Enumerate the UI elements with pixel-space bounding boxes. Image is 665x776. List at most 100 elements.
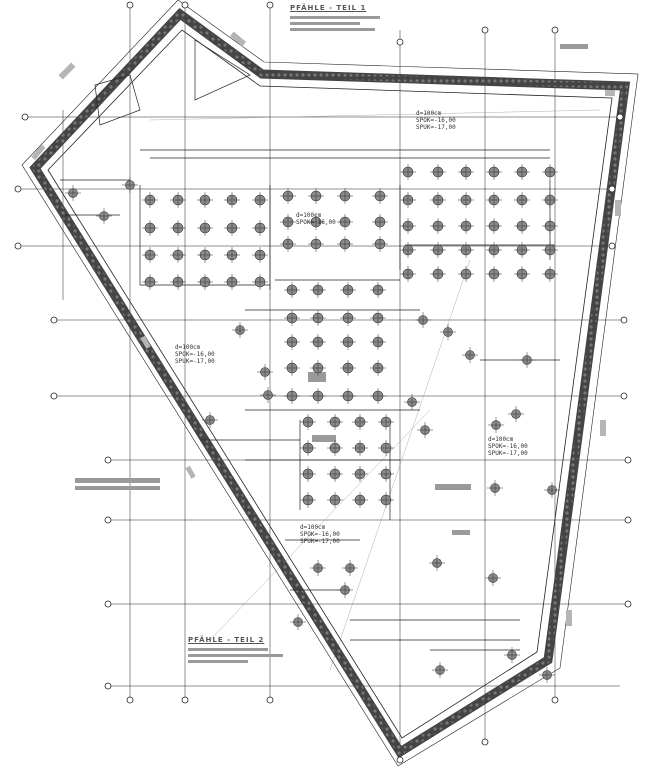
pile-cross: [280, 188, 296, 204]
pile-cross: [224, 247, 240, 263]
pile-cross: [544, 482, 560, 498]
pile-cross: [310, 334, 326, 350]
pile-cross: [378, 492, 394, 508]
title-part-1: PFÄHLE - TEIL 1: [290, 4, 367, 12]
grid-axis-marker: [481, 26, 489, 34]
pile-cross: [197, 192, 213, 208]
grid-axis-marker: [181, 696, 189, 704]
grid-axis-marker: [126, 1, 134, 9]
pile-cross: [340, 310, 356, 326]
pile-cross: [300, 414, 316, 430]
pile-cross: [430, 242, 446, 258]
piles-layer: [65, 164, 560, 683]
pile-cross: [430, 218, 446, 234]
pile-cross: [486, 164, 502, 180]
pile-cross: [308, 214, 324, 230]
pile-cross: [370, 360, 386, 376]
pile-cross: [280, 236, 296, 252]
pile-cross: [417, 422, 433, 438]
grid-axis-marker: [104, 682, 112, 690]
pile-cross: [337, 214, 353, 230]
pile-cross: [224, 274, 240, 290]
pile-cross: [257, 364, 273, 380]
pile-cross: [340, 282, 356, 298]
pile-cross: [486, 192, 502, 208]
grid-axis-marker: [104, 600, 112, 608]
grid-axis-marker: [14, 185, 22, 193]
grid-axis-marker: [21, 113, 29, 121]
pile-cross: [400, 164, 416, 180]
pile-cross: [252, 220, 268, 236]
pile-cross: [224, 192, 240, 208]
grid-axis-marker: [551, 26, 559, 34]
perimeter-wall: [21, 0, 639, 767]
pile-cross: [352, 440, 368, 456]
grid-axis-marker: [104, 456, 112, 464]
grid-axis-marker: [624, 456, 632, 464]
pile-cross: [542, 192, 558, 208]
grid-axis-marker: [14, 242, 22, 250]
pile-cross: [96, 208, 112, 224]
legend-bar: [290, 28, 375, 31]
grid-axis-marker: [551, 696, 559, 704]
pile-cross: [300, 440, 316, 456]
pile-cross: [352, 466, 368, 482]
pile-cross: [284, 360, 300, 376]
pile-cross: [519, 352, 535, 368]
pile-cross: [340, 388, 356, 404]
pile-cross: [310, 388, 326, 404]
pile-annotation: d=100cm SPOK=-16,00: [296, 212, 336, 226]
pile-cross: [486, 242, 502, 258]
grid-axis-marker: [620, 316, 628, 324]
title-part-2: PFÄHLE - TEIL 2: [188, 636, 265, 644]
pile-cross: [327, 440, 343, 456]
pile-cross: [340, 334, 356, 350]
pile-cross: [224, 220, 240, 236]
pile-cross: [508, 406, 524, 422]
pile-cross: [458, 266, 474, 282]
grid-axis-marker: [624, 600, 632, 608]
pile-cross: [514, 266, 530, 282]
pile-cross: [284, 334, 300, 350]
pile-cross: [252, 192, 268, 208]
grid-axis-marker: [50, 316, 58, 324]
pile-cross: [514, 218, 530, 234]
pile-cross: [370, 310, 386, 326]
pile-cross: [487, 480, 503, 496]
pile-cross: [170, 274, 186, 290]
pile-cross: [337, 188, 353, 204]
pile-cross: [370, 282, 386, 298]
pile-cross: [430, 192, 446, 208]
pile-cross: [400, 266, 416, 282]
pile-cross: [542, 164, 558, 180]
legend-bar: [188, 648, 268, 651]
pile-cross: [400, 242, 416, 258]
grid-axis-marker: [266, 696, 274, 704]
pile-cross: [514, 192, 530, 208]
pile-annotation: d=100cm SPOK=-16,00 SPUK=-17,00: [488, 436, 528, 457]
grid-axis-marker: [624, 516, 632, 524]
pile-cross: [462, 347, 478, 363]
pile-cross: [290, 614, 306, 630]
pile-cross: [372, 214, 388, 230]
pile-cross: [542, 218, 558, 234]
pile-cross: [542, 242, 558, 258]
pile-cross: [488, 417, 504, 433]
pile-cross: [252, 247, 268, 263]
pile-cross: [440, 324, 456, 340]
grid-lines: [20, 5, 630, 760]
pile-cross: [122, 177, 138, 193]
pile-cross: [308, 188, 324, 204]
pile-cross: [310, 310, 326, 326]
pile-cross: [370, 334, 386, 350]
pile-cross: [400, 218, 416, 234]
pile-cross: [514, 242, 530, 258]
pile-cross: [458, 242, 474, 258]
pile-cross: [284, 282, 300, 298]
pile-cross: [486, 266, 502, 282]
pile-cross: [514, 164, 530, 180]
pile-cross: [260, 387, 276, 403]
pile-cross: [337, 236, 353, 252]
pile-cross: [284, 310, 300, 326]
pile-cross: [170, 192, 186, 208]
